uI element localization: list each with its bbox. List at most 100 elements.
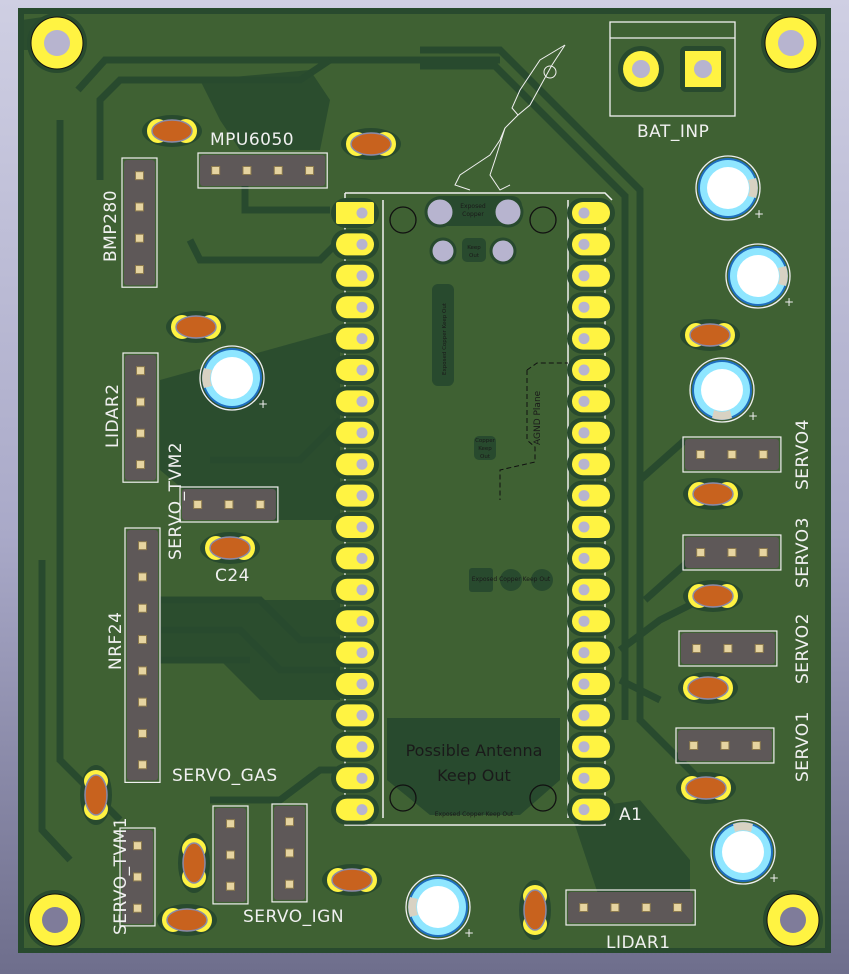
header-pin bbox=[758, 450, 768, 459]
module-pin bbox=[567, 512, 615, 542]
header-pin bbox=[193, 500, 203, 509]
header-pin bbox=[135, 265, 144, 275]
module-pin bbox=[331, 323, 379, 354]
pin-header-lidar2[interactable] bbox=[122, 352, 159, 483]
header-pin bbox=[285, 817, 294, 827]
module-pin bbox=[331, 480, 379, 511]
electrolytic-capacitor: + bbox=[695, 155, 764, 221]
pin-header-servo4[interactable] bbox=[682, 436, 782, 473]
header-pin bbox=[226, 881, 235, 891]
header-pin bbox=[727, 450, 737, 459]
module-pin bbox=[567, 260, 615, 291]
battery-input-terminal[interactable] bbox=[609, 21, 736, 117]
header-pin bbox=[138, 697, 147, 707]
pin-header-servo3[interactable] bbox=[682, 534, 782, 571]
text-exposed-copper-keep-out-bottom: Exposed Copper Keep Out bbox=[435, 811, 514, 818]
header-pin bbox=[138, 635, 147, 645]
ceramic-capacitor bbox=[157, 904, 217, 936]
module-pin bbox=[331, 606, 379, 637]
header-pin bbox=[133, 903, 142, 913]
pin-header-bmp280[interactable] bbox=[121, 157, 158, 288]
pin-header-mpu6050[interactable] bbox=[197, 152, 328, 189]
label-servo3: SERVO3 bbox=[793, 517, 813, 588]
pin-header-lidar1[interactable] bbox=[565, 889, 696, 926]
pin-headers bbox=[119, 152, 782, 927]
text-agnd-plane: AGND Plane bbox=[533, 390, 543, 445]
ceramic-capacitor bbox=[322, 864, 382, 896]
label-servo2: SERVO2 bbox=[793, 613, 813, 684]
antenna-keep-out-zone bbox=[387, 718, 560, 815]
pin-header-servo-ign-a[interactable] bbox=[212, 805, 249, 905]
header-pin bbox=[285, 879, 294, 889]
pin-header-servo-tvm1[interactable] bbox=[119, 827, 156, 927]
header-pin bbox=[754, 644, 764, 653]
module-pin bbox=[331, 449, 379, 480]
pin-header-servo1[interactable] bbox=[675, 727, 775, 764]
pin-header-nrf24[interactable] bbox=[124, 527, 161, 783]
text-copper: Copper bbox=[462, 211, 484, 218]
ceramic-capacitor bbox=[676, 772, 736, 804]
header-pin bbox=[224, 500, 234, 509]
ceramic-capacitor bbox=[680, 319, 740, 351]
pin-header-servo-ign-b[interactable] bbox=[271, 803, 308, 903]
module-pin bbox=[567, 480, 615, 511]
module-pin bbox=[567, 606, 615, 637]
header-pin bbox=[610, 903, 620, 912]
text-exposed: Exposed bbox=[460, 203, 486, 210]
agnd-plane-outline bbox=[499, 362, 568, 500]
module-pin bbox=[567, 763, 615, 794]
module-pin bbox=[331, 260, 379, 291]
label-bmp280: BMP280 bbox=[101, 190, 121, 262]
module-pin-column-right bbox=[567, 198, 615, 825]
pin-header-servo2[interactable] bbox=[678, 630, 778, 667]
module-pin bbox=[331, 292, 379, 323]
header-pin bbox=[723, 644, 733, 653]
module-pin bbox=[567, 794, 615, 825]
ceramic-capacitor bbox=[142, 115, 202, 147]
header-pin bbox=[641, 903, 651, 912]
module-pin bbox=[567, 229, 615, 260]
label-c24: C24 bbox=[215, 566, 250, 586]
module-pin bbox=[331, 198, 379, 228]
ceramic-capacitor bbox=[178, 833, 210, 893]
header-pin bbox=[305, 166, 315, 175]
electrolytic-capacitors: ++++++ bbox=[199, 155, 794, 940]
text-out: Out bbox=[469, 253, 480, 259]
module-pin bbox=[567, 417, 615, 448]
header-pin bbox=[135, 202, 144, 212]
mcu-module bbox=[344, 44, 613, 826]
copper-keep-out-zone bbox=[474, 436, 496, 460]
header-pin bbox=[133, 872, 142, 882]
module-pin bbox=[567, 543, 615, 574]
polarity-plus-mark: + bbox=[784, 295, 794, 309]
text-copper-keep-out-3: Out bbox=[480, 454, 491, 460]
header-pin bbox=[696, 450, 706, 459]
header-pin bbox=[138, 541, 147, 551]
header-pin bbox=[138, 666, 147, 676]
ceramic-capacitor bbox=[519, 880, 551, 940]
module-pin bbox=[331, 700, 379, 731]
module-pin bbox=[567, 292, 615, 323]
module-pin bbox=[567, 386, 615, 417]
module-pin bbox=[567, 449, 615, 480]
header-pin bbox=[579, 903, 589, 912]
header-pin bbox=[138, 728, 147, 738]
text-copper-keep-out-2: Keep bbox=[478, 446, 492, 452]
ceramic-capacitor bbox=[166, 311, 226, 343]
module-pin bbox=[567, 700, 615, 731]
electrolytic-capacitor: + bbox=[689, 357, 758, 423]
header-pin bbox=[135, 233, 144, 243]
ceramic-capacitor bbox=[80, 765, 112, 825]
header-pin bbox=[226, 819, 235, 829]
header-pin bbox=[273, 166, 283, 175]
module-pin bbox=[331, 637, 379, 668]
module-pin bbox=[331, 731, 379, 762]
module-pin bbox=[567, 669, 615, 699]
header-pin bbox=[136, 460, 145, 470]
module-pin bbox=[567, 574, 615, 605]
header-pin bbox=[727, 548, 737, 557]
pin-header-servo-tvm2[interactable] bbox=[179, 486, 279, 523]
header-pin bbox=[136, 366, 145, 376]
electrolytic-capacitor: + bbox=[725, 243, 794, 309]
